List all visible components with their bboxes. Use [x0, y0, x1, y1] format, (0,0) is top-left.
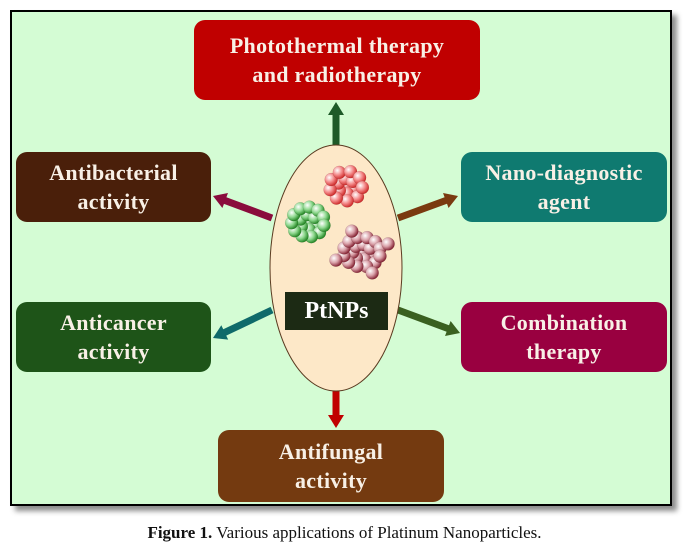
figure-number: Figure 1. [147, 523, 213, 542]
green-cluster [284, 200, 331, 244]
node-combination-therapy: Combination therapy [461, 302, 667, 372]
node-label-line2: activity [294, 468, 368, 493]
node-antifungal-activity: Antifungal activity [218, 430, 444, 502]
arrow-to-anticancer [213, 306, 274, 340]
node-label-line2: activity [77, 339, 150, 364]
node-label-line2: therapy [526, 339, 602, 364]
node-antibacterial-activity: Antibacterial activity [16, 152, 211, 222]
maroon-cluster [329, 224, 395, 280]
nanoparticle-sphere [365, 266, 379, 280]
node-label-line1: Combination [500, 310, 628, 335]
node-nano-diagnostic-agent: Nano-diagnostic agent [461, 152, 667, 222]
node-label-line1: Antifungal [278, 439, 384, 464]
nanoparticle-sphere [329, 253, 343, 267]
node-label-line1: Photothermal therapy [229, 33, 445, 58]
caption-text: Various applications of Platinum Nanopar… [212, 523, 542, 542]
node-anticancer-activity: Anticancer activity [16, 302, 211, 372]
arrow-to-nano-diagnostic [396, 192, 458, 222]
arrow-to-antifungal [328, 391, 344, 428]
node-photothermal-therapy: Photothermal therapy and radiotherapy [194, 20, 480, 100]
nanoparticle-sphere [345, 224, 359, 238]
figure-caption: Figure 1. Various applications of Platin… [0, 523, 689, 543]
node-label-line1: Nano-diagnostic [485, 160, 643, 185]
arrow-to-photothermal [328, 102, 344, 146]
node-label-line2: and radiotherapy [252, 62, 422, 87]
red-cluster [323, 164, 370, 208]
center-label: PtNPs [285, 292, 388, 330]
node-label-line1: Anticancer [60, 310, 167, 335]
nanoparticle-sphere [373, 249, 387, 263]
nanoparticle-sphere [317, 218, 331, 233]
arrow-to-combination [396, 306, 460, 336]
nanoparticle-sphere [381, 237, 395, 251]
arrow-to-antibacterial [213, 193, 274, 222]
node-label-line1: Antibacterial [49, 160, 178, 185]
node-label-line2: activity [77, 189, 150, 214]
node-label-line2: agent [537, 189, 591, 214]
nanoparticle-sphere [355, 180, 370, 195]
